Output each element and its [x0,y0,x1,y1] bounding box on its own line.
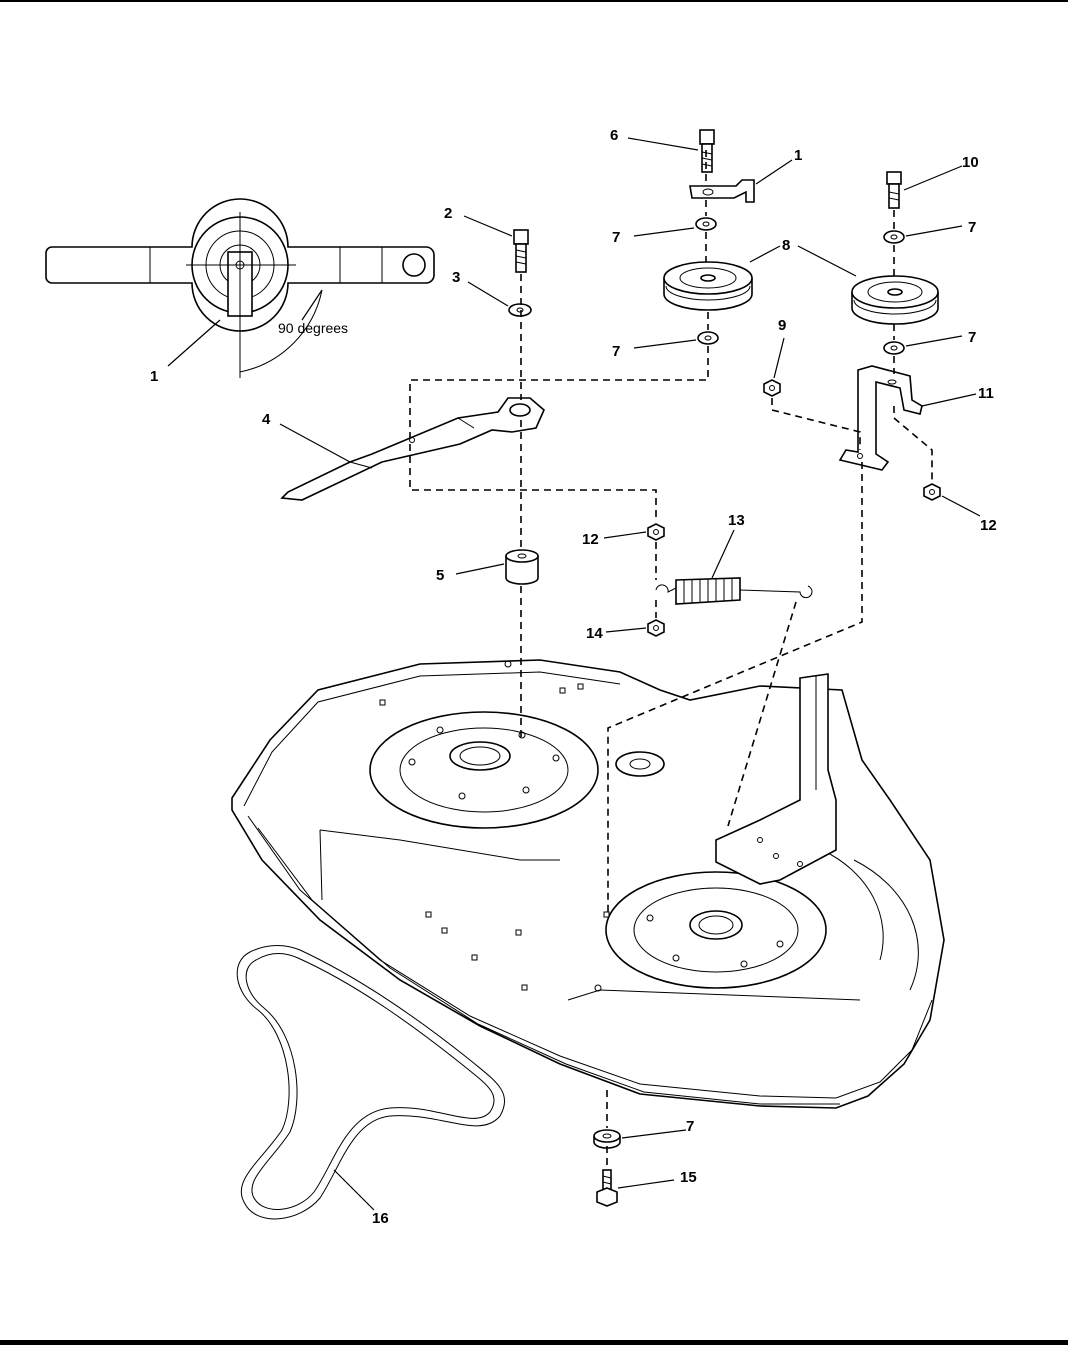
pulley-8-left [664,262,752,310]
bracket-11 [840,366,922,470]
callout-10: 10 [962,154,979,171]
bracket-1 [690,180,754,202]
callout-15: 15 [680,1169,697,1186]
washer-7-bottom [594,1130,620,1148]
washer-3 [509,304,531,316]
callout-11: 11 [978,385,994,402]
callout-12-right: 12 [980,517,997,534]
callout-2: 2 [444,205,452,222]
nut-9 [764,380,780,396]
callout-4: 4 [262,411,271,428]
detail-view-idler-arm [46,199,434,378]
callout-13: 13 [728,512,745,529]
washer-7-right-a [884,231,904,243]
pulley-8-right [852,276,938,324]
callout-14: 14 [586,625,603,642]
callout-12-center: 12 [582,531,599,548]
nut-14 [648,620,664,636]
bolt-2 [514,230,528,272]
washer-7-right-b [884,342,904,354]
idler-arm-4 [282,398,544,500]
nut-12-center [648,524,664,540]
washer-7-top-b [698,332,718,344]
callout-7-right-a: 7 [968,219,976,236]
callout-9: 9 [778,317,786,334]
washer-7-top-a [696,218,716,230]
callout-8: 8 [782,237,790,254]
callout-7-right-b: 7 [968,329,976,346]
bolt-6 [700,130,714,172]
mower-deck-housing [232,660,944,1108]
callout-6: 6 [610,127,618,144]
callout-7-bottom: 7 [686,1118,694,1135]
callout-7-top-a: 7 [612,229,620,246]
callout-16: 16 [372,1210,389,1227]
bolt-10 [887,172,901,208]
spacer-5 [506,550,538,584]
detail-angle-note: 90 degrees [278,320,348,336]
callout-5: 5 [436,567,444,584]
spring-13 [656,578,812,604]
nut-12-right [924,484,940,500]
callout-1-bracket: 1 [794,147,802,164]
callout-7-top-b: 7 [612,343,620,360]
callout-1-detail: 1 [150,368,158,385]
bolt-15 [597,1170,617,1206]
callout-3: 3 [452,269,460,286]
bottom-rule [0,1340,1068,1345]
